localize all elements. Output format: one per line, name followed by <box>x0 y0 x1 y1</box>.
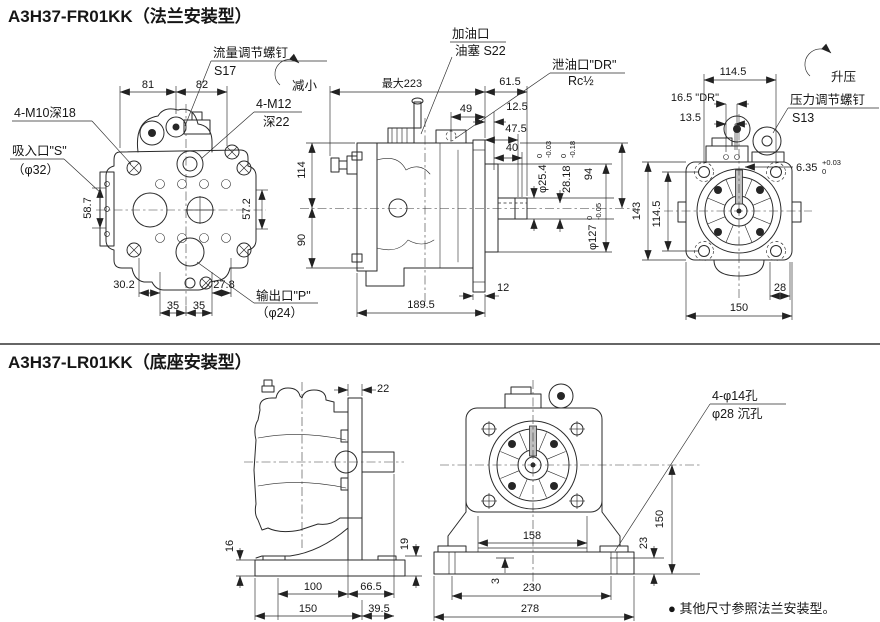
dim-key-height: 28.18 0 -0.18 <box>559 141 577 193</box>
dim-19: 19 <box>399 538 411 550</box>
flange-corner-bolts <box>481 421 585 509</box>
svg-text:-0.05: -0.05 <box>594 203 603 220</box>
dim-16-5-dr: 16.5 "DR" <box>671 92 719 104</box>
label-base-holes-2: φ28 沉孔 <box>712 407 763 421</box>
dim-150-base-front: 150 <box>654 510 666 528</box>
label-m12-2: 深22 <box>263 115 289 129</box>
dim-12: 12 <box>497 282 509 294</box>
dim-shaft-dia: φ25.4 0 -0.03 <box>535 141 553 193</box>
dim-22: 22 <box>377 383 389 395</box>
dim-12-5: 12.5 <box>506 101 527 113</box>
dim-114-5-top: 114.5 <box>720 66 747 78</box>
dim-158: 158 <box>523 530 541 542</box>
dim-90: 90 <box>296 234 308 246</box>
dim-94: 94 <box>583 168 595 180</box>
flange-bolt-ears <box>694 162 786 261</box>
svg-text:0: 0 <box>535 154 544 158</box>
dim-278: 278 <box>521 603 539 615</box>
dim-114-5-side: 114.5 <box>651 201 663 228</box>
spokes-base <box>500 432 566 498</box>
dim-47-5: 47.5 <box>505 123 526 135</box>
dim-pilot-dia: φ127 0 -0.05 <box>585 203 603 250</box>
small-screws <box>155 179 231 243</box>
dim-66-5: 66.5 <box>360 581 381 593</box>
svg-text:28.18: 28.18 <box>561 165 573 193</box>
dim-143: 143 <box>631 202 643 220</box>
label-m10: 4-M10深18 <box>14 106 76 120</box>
dim-23: 23 <box>638 537 650 549</box>
label-suction-1: 吸入口"S" <box>12 144 67 158</box>
svg-text:φ127: φ127 <box>587 225 599 251</box>
dim-3: 3 <box>490 578 502 584</box>
dim-6-35: 6.35 <box>796 162 817 174</box>
spokes <box>707 179 771 243</box>
label-decrease: 减小 <box>292 79 318 93</box>
dim-35-left: 35 <box>167 300 179 312</box>
label-m12-1: 4-M12 <box>256 97 291 111</box>
dim-58-7: 58.7 <box>82 197 94 218</box>
dim-61-5: 61.5 <box>499 76 520 88</box>
dim-57-2: 57.2 <box>241 198 253 219</box>
base-side-view: 22 16 19 100 66.5 150 39.5 <box>224 379 422 620</box>
dim-6-35-tol-top: +0.03 <box>822 158 841 167</box>
side-view: 最大223 61.5 49 12.5 47.5 40 114 90 189.5 … <box>184 27 636 317</box>
decrease-rotation-arrow-icon <box>274 53 300 86</box>
base-front-view: 4-φ14孔 φ28 沉孔 158 3 230 278 150 23 <box>433 380 786 621</box>
dim-27-8: 27.8 <box>213 279 234 291</box>
dim-13-5: 13.5 <box>680 112 701 124</box>
label-flow-screw-2: S17 <box>214 64 236 78</box>
dim-30-2: 30.2 <box>113 279 134 291</box>
svg-text:-0.03: -0.03 <box>544 141 553 158</box>
dim-150-front: 150 <box>730 302 748 314</box>
label-pressure-screw-1: 压力调节螺钉 <box>790 93 866 107</box>
dim-114: 114 <box>296 161 308 179</box>
label-filler-1: 加油口 <box>452 27 490 41</box>
label-base-holes-1: 4-φ14孔 <box>712 389 758 403</box>
dim-28: 28 <box>774 282 786 294</box>
footnote: ● 其他尺寸参照法兰安装型。 <box>668 601 835 616</box>
dim-49: 49 <box>460 103 472 115</box>
label-pressure-screw-2: S13 <box>792 111 814 125</box>
label-drain-1: 泄油口"DR" <box>552 58 616 72</box>
svg-text:0: 0 <box>585 216 594 220</box>
dim-39-5: 39.5 <box>368 603 389 615</box>
label-suction-2: （φ32） <box>12 163 59 177</box>
label-increase: 升压 <box>831 70 856 84</box>
dim-6-35-tol-bottom: 0 <box>822 167 826 176</box>
label-filler-2: 油塞 S22 <box>455 43 506 58</box>
dim-82: 82 <box>196 79 208 91</box>
dim-189-5: 189.5 <box>407 299 435 311</box>
dim-max223: 最大223 <box>382 76 422 90</box>
dim-40: 40 <box>506 142 518 154</box>
increase-rotation-arrow-icon <box>804 43 832 77</box>
dim-150-base-side: 150 <box>299 603 317 615</box>
front-view: 114.5 16.5 "DR" 13.5 压力调节螺钉 S13 升压 6.35 … <box>631 43 879 320</box>
dim-35-right: 35 <box>193 300 205 312</box>
svg-text:φ25.4: φ25.4 <box>537 164 549 193</box>
m10-bolts <box>126 144 252 290</box>
dim-81: 81 <box>142 79 154 91</box>
section-title-base: A3H37-LR01KK（底座安装型） <box>8 352 252 372</box>
svg-text:-0.18: -0.18 <box>568 141 577 158</box>
dim-16: 16 <box>224 540 236 552</box>
svg-text:0: 0 <box>559 154 568 158</box>
section-title-flange: A3H37-FR01KK（法兰安装型） <box>8 6 252 26</box>
dim-230: 230 <box>523 582 541 594</box>
rear-view: 81 82 58.7 57.2 30.2 27.8 35 35 4-M10深18… <box>10 79 318 320</box>
dim-100: 100 <box>304 581 322 593</box>
label-outlet-1: 输出口"P" <box>256 288 311 303</box>
label-outlet-2: （φ24） <box>256 306 303 320</box>
label-drain-2: Rc½ <box>568 74 594 88</box>
label-flow-screw-1: 流量调节螺钉 <box>213 46 289 60</box>
